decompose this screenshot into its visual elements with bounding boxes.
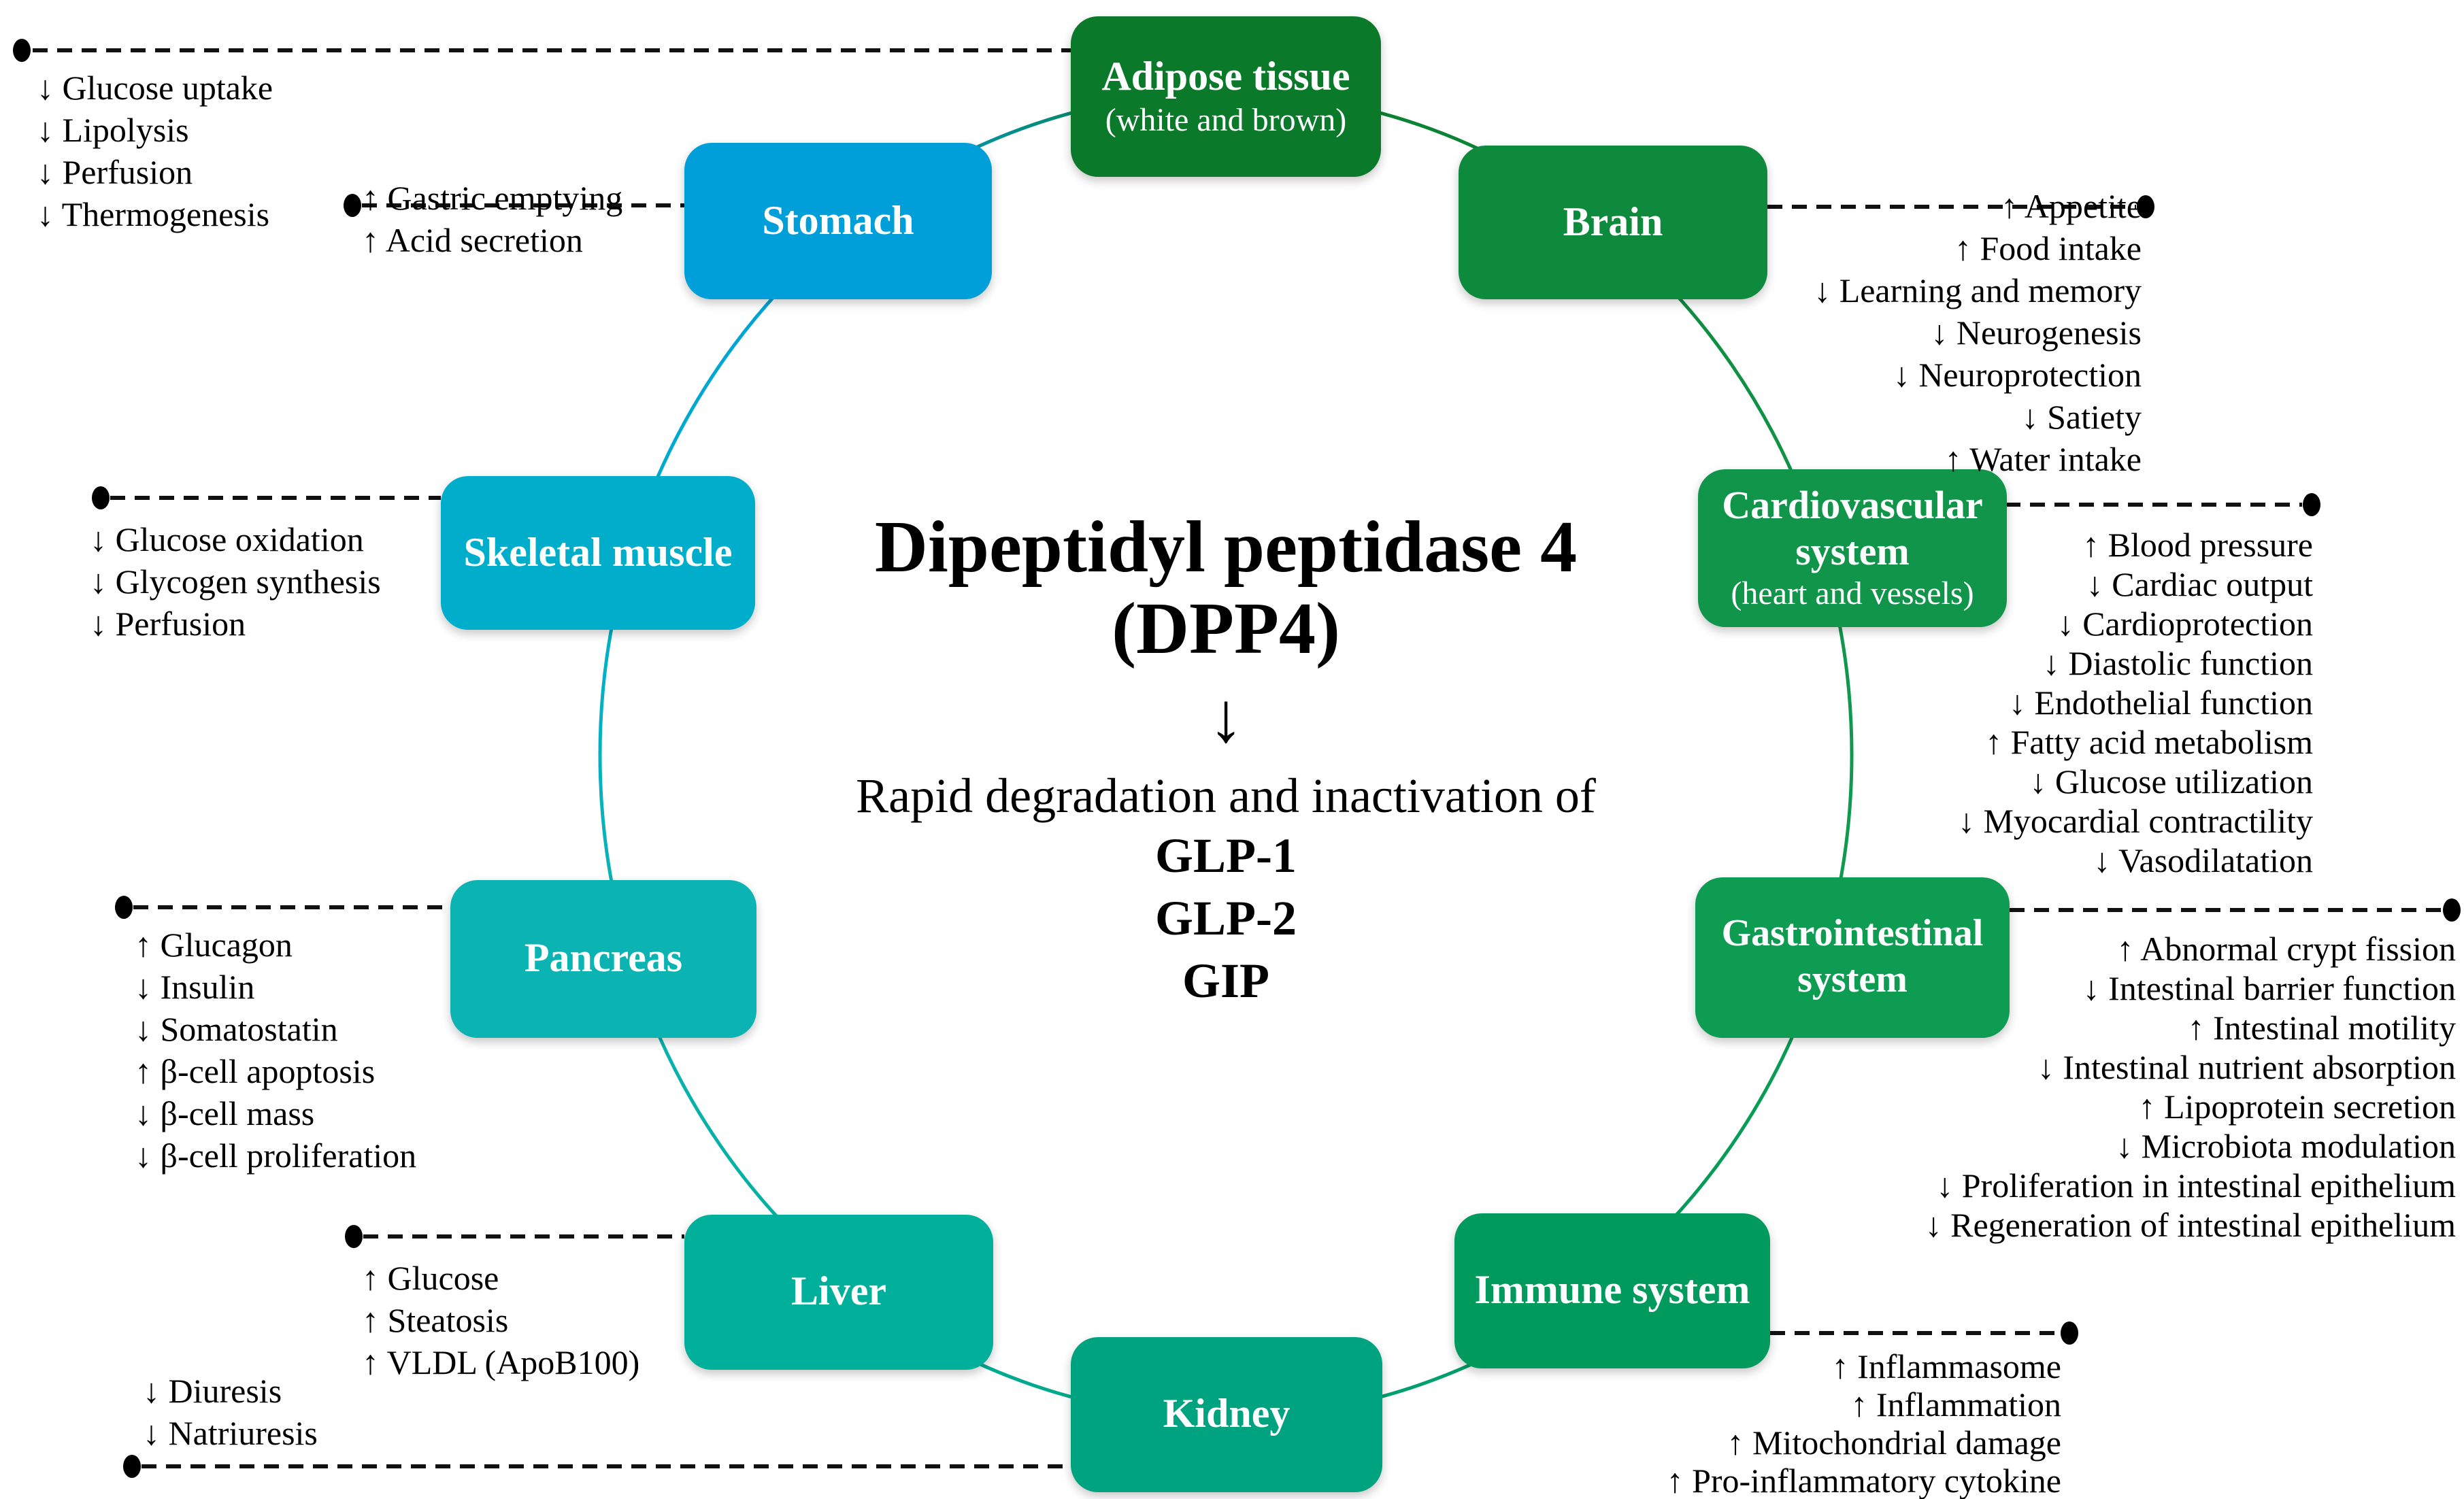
effect-item: ↓ Vasodilatation bbox=[2093, 843, 2313, 880]
effect-item: ↑ Glucagon bbox=[135, 928, 293, 964]
effect-item: ↓ Glucose uptake bbox=[37, 71, 273, 107]
effect-item: ↑ Fatty acid metabolism bbox=[1985, 725, 2313, 762]
effects-gastrointestinal: ↑ Abnormal crypt fission↓ Intestinal bar… bbox=[1925, 930, 2456, 1246]
effect-item: ↓ Thermogenesis bbox=[37, 197, 270, 234]
effects-cardiovascular: ↑ Blood pressure↓ Cardiac output↓ Cardio… bbox=[1958, 526, 2313, 881]
effects-immune-system: ↑ Inflammasome↑ Inflammation↑ Mitochondr… bbox=[1667, 1349, 2061, 1499]
node-label: Liver bbox=[791, 1269, 886, 1314]
node-label: Kidney bbox=[1163, 1392, 1291, 1436]
bullet-brain bbox=[2137, 195, 2154, 218]
effects-kidney: ↓ Diuresis ↓ Natriuresis bbox=[143, 1371, 318, 1455]
effect-item: ↓ Proliferation in intestinal epithelium bbox=[1936, 1168, 2456, 1205]
node-label: Gastrointestinal system bbox=[1721, 913, 1984, 1001]
node-label: Brain bbox=[1563, 199, 1663, 244]
bullet-stomach bbox=[344, 194, 361, 217]
effect-item: ↓ Somatostatin bbox=[135, 1012, 338, 1049]
effect-item: ↑ Glucose bbox=[362, 1261, 499, 1298]
target-glp2: GLP-2 bbox=[1155, 891, 1297, 945]
bullet-adipose bbox=[13, 39, 31, 62]
effect-item: ↓ β-cell proliferation bbox=[135, 1139, 417, 1175]
bullet-pancreas bbox=[115, 896, 133, 919]
node-immune-system: Immune system bbox=[1454, 1213, 1770, 1368]
effect-item: ↑ Appetite bbox=[2001, 189, 2142, 226]
effect-item: ↑ Lipoprotein secretion bbox=[2138, 1090, 2456, 1126]
effect-item: ↓ Glucose oxidation bbox=[90, 522, 364, 559]
effect-item: ↑ Acid secretion bbox=[362, 223, 583, 260]
effect-item: ↓ Glycogen synthesis bbox=[90, 565, 381, 601]
node-sublabel: (white and brown) bbox=[1105, 103, 1347, 138]
effect-item: ↑ Blood pressure bbox=[2082, 528, 2313, 565]
node-cardiovascular-system: Cardiovascular system (heart and vessels… bbox=[1698, 469, 2007, 627]
effect-item: ↑ β-cell apoptosis bbox=[135, 1054, 376, 1091]
target-glp1: GLP-1 bbox=[1155, 828, 1297, 883]
effect-item: ↑ Gastric emptying bbox=[362, 181, 623, 218]
effect-item: ↓ Intestinal barrier function bbox=[2082, 971, 2456, 1008]
bullet-immune bbox=[2061, 1321, 2078, 1345]
effect-item: ↓ Lipolysis bbox=[37, 113, 189, 150]
effect-item: ↑ Pro-inflammatory cytokine bbox=[1666, 1464, 2061, 1499]
node-pancreas: Pancreas bbox=[450, 880, 756, 1038]
effect-item: ↓ Glucose utilization bbox=[2029, 764, 2313, 801]
node-brain: Brain bbox=[1459, 146, 1767, 299]
effect-item: ↑ Abnormal crypt fission bbox=[2116, 932, 2456, 969]
effect-item: ↓ Cardioprotection bbox=[2057, 607, 2313, 643]
node-sublabel: (heart and vessels) bbox=[1731, 576, 1974, 611]
effect-item: ↓ Perfusion bbox=[37, 155, 193, 192]
target-gip: GIP bbox=[1182, 954, 1269, 1008]
effect-item: ↓ Cardiac output bbox=[2086, 567, 2313, 604]
center-block: Dipeptidyl peptidase 4 (DPP4) ↓ Rapid de… bbox=[856, 506, 1596, 1012]
effect-item: ↑ VLDL (ApoB100) bbox=[362, 1345, 640, 1382]
node-stomach: Stomach bbox=[684, 143, 992, 299]
bullet-kidney bbox=[123, 1455, 141, 1478]
effect-item: ↓ Diuresis bbox=[143, 1374, 282, 1411]
effect-item: ↓ Learning and memory bbox=[1814, 273, 2142, 310]
effect-item: ↓ Myocardial contractility bbox=[1957, 804, 2313, 841]
node-label: Cardiovascular system bbox=[1722, 484, 1983, 573]
bullet-cardiovascular bbox=[2303, 493, 2320, 516]
node-label: Pancreas bbox=[524, 936, 683, 981]
center-subtitle: Rapid degradation and inactivation of bbox=[856, 769, 1596, 823]
bullet-skeletal-muscle bbox=[92, 486, 110, 509]
effect-item: ↓ Intestinal nutrient absorption bbox=[2037, 1050, 2456, 1087]
effect-item: ↑ Water intake bbox=[1944, 442, 2142, 479]
node-liver: Liver bbox=[684, 1215, 993, 1370]
effect-item: ↓ Satiety bbox=[2021, 400, 2142, 437]
node-label: Stomach bbox=[762, 198, 914, 243]
effect-item: ↓ Natriuresis bbox=[143, 1416, 318, 1453]
effect-item: ↑ Inflammasome bbox=[1831, 1349, 2061, 1386]
effect-item: ↑ Inflammation bbox=[1850, 1387, 2061, 1424]
effect-item: ↑ Intestinal motility bbox=[2187, 1011, 2456, 1047]
effects-liver: ↑ Glucose ↑ Steatosis ↑ VLDL (ApoB100) bbox=[362, 1258, 639, 1385]
node-skeletal-muscle: Skeletal muscle bbox=[441, 476, 755, 630]
effects-stomach: ↑ Gastric emptying ↑ Acid secretion bbox=[362, 178, 622, 263]
effect-item: ↑ Food intake bbox=[1954, 231, 2142, 268]
effects-pancreas: ↑ Glucagon ↓ Insulin ↓ Somatostatin ↑ β-cel… bbox=[135, 925, 416, 1178]
effect-item: ↑ Mitochondrial damage bbox=[1727, 1426, 2061, 1462]
effect-item: ↓ Neuroprotection bbox=[1893, 358, 2142, 394]
node-kidney: Kidney bbox=[1071, 1337, 1382, 1492]
figure-title-line2: (DPP4) bbox=[1112, 588, 1340, 669]
effect-item: ↓ Diastolic function bbox=[2042, 646, 2313, 683]
effects-adipose-tissue: ↓ Glucose uptake ↓ Lipolysis ↓ Perfusion ↓ … bbox=[37, 68, 273, 237]
figure-title-line1: Dipeptidyl peptidase 4 bbox=[874, 506, 1578, 588]
effects-skeletal-muscle: ↓ Glucose oxidation ↓ Glycogen synthesis ↓… bbox=[90, 520, 381, 646]
node-gastrointestinal-system: Gastrointestinal system bbox=[1695, 877, 2010, 1038]
node-label: Adipose tissue bbox=[1101, 54, 1350, 99]
effect-item: ↓ Microbiota modulation bbox=[2116, 1129, 2456, 1166]
effect-item: ↑ Steatosis bbox=[362, 1303, 509, 1340]
effect-item: ↓ Endothelial function bbox=[2008, 686, 2313, 722]
down-arrow-icon: ↓ bbox=[1208, 680, 1244, 758]
bullet-gastrointestinal bbox=[2443, 898, 2461, 922]
bullet-liver bbox=[345, 1225, 363, 1248]
node-label: Immune system bbox=[1474, 1268, 1750, 1313]
effect-item: ↓ Neurogenesis bbox=[1931, 316, 2142, 352]
node-adipose-tissue: Adipose tissue (white and brown) bbox=[1071, 16, 1381, 177]
effect-item: ↓ Insulin bbox=[135, 970, 255, 1007]
effect-item: ↓ Perfusion bbox=[90, 607, 246, 643]
effect-item: ↓ β-cell mass bbox=[135, 1096, 315, 1133]
effect-item: ↓ Regeneration of intestinal epithelium bbox=[1925, 1208, 2456, 1245]
node-label: Skeletal muscle bbox=[463, 530, 733, 575]
effects-brain: ↑ Appetite ↑ Food intake ↓ Learning and me… bbox=[1814, 186, 2142, 482]
